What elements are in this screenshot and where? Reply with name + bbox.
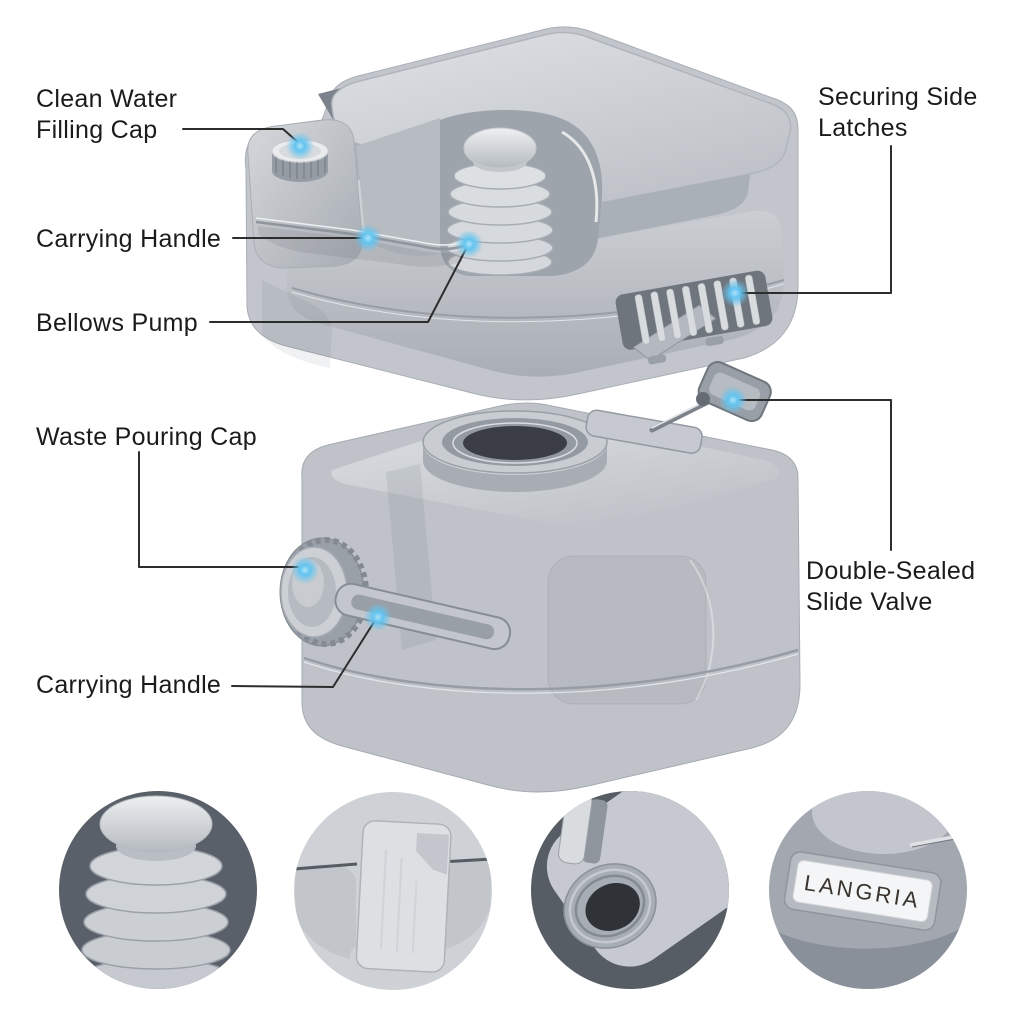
marker-slide-valve	[719, 386, 747, 414]
label-waste-pouring-cap: Waste Pouring Cap	[36, 423, 257, 451]
label-carrying-handle-top: Carrying Handle	[36, 225, 222, 253]
marker-carrying-handle-top	[354, 224, 382, 252]
marker-securing-latch	[721, 279, 749, 307]
marker-carrying-handle-bottom	[364, 603, 392, 631]
callout-line-securing-latches	[741, 145, 892, 294]
label-double-sealed-slide-valve: Double-Sealed Slide Valve	[806, 557, 976, 616]
marker-clean-water-cap	[286, 132, 314, 160]
tank-opening	[422, 410, 608, 492]
label-securing-side-latches: Securing Side Latches	[818, 83, 978, 142]
upper-unit-illustration	[244, 26, 799, 401]
callout-line-waste-pouring-cap	[138, 451, 299, 568]
callout-line-slide-valve	[739, 399, 892, 551]
securing-side-latch	[615, 270, 773, 365]
marker-waste-pouring-cap	[291, 556, 319, 584]
detail-circle-brand-label: LANGRIA	[769, 791, 967, 989]
label-bellows-pump: Bellows Pump	[36, 309, 198, 337]
lower-unit-illustration	[279, 361, 801, 793]
label-carrying-handle-bottom: Carrying Handle	[36, 671, 222, 699]
detail-circle-spout	[531, 791, 729, 989]
callout-line-carrying-handle-bottom	[231, 621, 375, 688]
carrying-handle-bottom	[334, 582, 512, 651]
detail-circle-latch	[294, 792, 492, 990]
marker-bellows-pump	[455, 230, 483, 258]
label-clean-water-filling-cap: Clean Water Filling Cap	[36, 85, 178, 144]
detail-circle-bellows	[59, 791, 257, 989]
callout-markers	[286, 132, 749, 631]
callout-line-bellows-pump	[209, 248, 467, 323]
